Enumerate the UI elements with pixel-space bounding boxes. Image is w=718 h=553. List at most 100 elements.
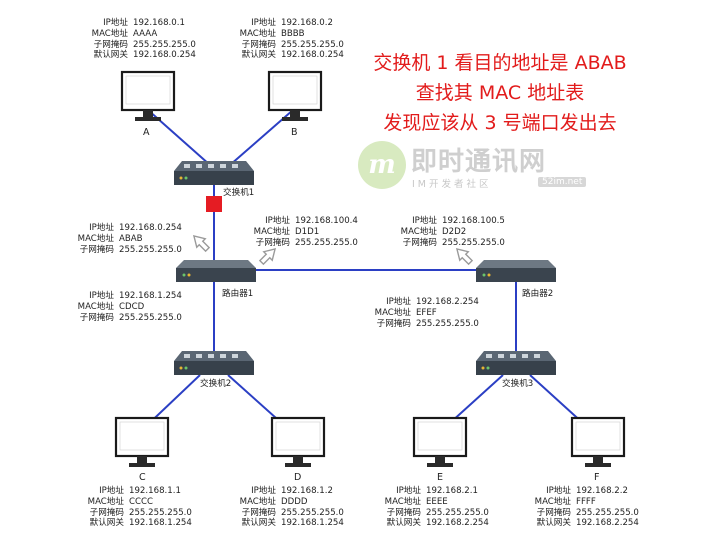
mask-value: 255.255.255.0 (281, 507, 344, 518)
switch2-icon (174, 351, 254, 375)
annotation-line-2: 查找其 MAC 地址表 (415, 82, 585, 104)
gateway-value: 192.168.1.254 (281, 518, 344, 529)
mac-value: ABAB (119, 233, 143, 244)
mac-value: DDDD (281, 496, 308, 507)
host-d-label: D (294, 472, 302, 483)
ip-key: IP地址 (251, 18, 276, 28)
mac-key: MAC地址 (239, 28, 276, 39)
mac-key: MAC地址 (374, 307, 411, 318)
mac-key: MAC地址 (91, 28, 128, 39)
ip-value: 192.168.100.4 (295, 216, 358, 226)
watermark-logo-icon: m (358, 141, 406, 189)
host-b-label: B (291, 127, 298, 138)
router2-label: 路由器2 (522, 289, 554, 299)
host-d-monitor-icon (270, 416, 326, 469)
mac-key: MAC地址 (400, 226, 437, 237)
mask-value: 255.255.255.0 (416, 318, 479, 329)
mac-key: MAC地址 (77, 301, 114, 312)
router2-left-port-info: IP地址 192.168.100.5 MAC地址 D2D2 子网掩码 255.255.… (383, 216, 505, 248)
mask-key: 子网掩码 (536, 507, 571, 518)
ip-value: 192.168.0.254 (119, 223, 182, 233)
mask-value: 255.255.255.0 (576, 507, 639, 518)
gateway-value: 192.168.0.254 (133, 50, 196, 61)
ip-value: 192.168.2.254 (416, 297, 479, 307)
router1-icon (176, 260, 256, 282)
ip-key: IP地址 (99, 486, 124, 496)
watermark-tagline: IM开发者社区 (412, 179, 492, 190)
mask-value: 255.255.255.0 (426, 507, 489, 518)
mac-value: D2D2 (442, 226, 467, 237)
host-c-monitor-icon (114, 416, 170, 469)
mask-key: 子网掩码 (376, 318, 411, 329)
mac-value: CDCD (119, 301, 145, 312)
router1-label: 路由器1 (222, 289, 254, 299)
mask-key: 子网掩码 (241, 39, 276, 50)
mask-key: 子网掩码 (241, 507, 276, 518)
ip-key: IP地址 (386, 297, 411, 307)
gateway-key: 默认网关 (536, 518, 571, 529)
ip-key: IP地址 (103, 18, 128, 28)
mask-key: 子网掩码 (386, 507, 421, 518)
mask-value: 255.255.255.0 (295, 237, 358, 248)
mask-key: 子网掩码 (79, 312, 114, 323)
mask-value: 255.255.255.0 (119, 244, 182, 255)
mac-key: MAC地址 (87, 496, 124, 507)
ip-value: 192.168.100.5 (442, 216, 505, 226)
mac-value: EEEE (426, 496, 448, 507)
mac-key: MAC地址 (253, 226, 290, 237)
switch1-icon (174, 161, 254, 185)
ip-key: IP地址 (89, 291, 114, 301)
annotation-line-1: 交换机 1 看目的地址是 ABAB (373, 52, 627, 74)
mac-value: EFEF (416, 307, 437, 318)
gateway-key: 默认网关 (386, 518, 421, 529)
mask-key: 子网掩码 (93, 39, 128, 50)
mask-key: 子网掩码 (79, 244, 114, 255)
host-e-info: IP地址 192.168.2.1 MAC地址 EEEE 子网掩码 255.255.25… (367, 486, 489, 529)
host-b-info: IP地址 192.168.0.2 MAC地址 BBBB 子网掩码 255.255.25… (222, 18, 344, 61)
ip-value: 192.168.0.1 (133, 18, 185, 28)
mac-value: FFFF (576, 496, 596, 507)
mask-key: 子网掩码 (255, 237, 290, 248)
mac-value: CCCC (129, 496, 154, 507)
ip-value: 192.168.1.254 (119, 291, 182, 301)
ip-value: 192.168.0.2 (281, 18, 333, 28)
ip-key: IP地址 (396, 486, 421, 496)
host-b-monitor-icon (267, 70, 323, 123)
ip-value: 192.168.2.2 (576, 486, 628, 496)
mask-value: 255.255.255.0 (281, 39, 344, 50)
mac-key: MAC地址 (77, 233, 114, 244)
host-a-monitor-icon (120, 70, 176, 123)
host-f-monitor-icon (570, 416, 626, 469)
mask-value: 255.255.255.0 (442, 237, 505, 248)
ip-key: IP地址 (265, 216, 290, 226)
watermark-site: 52im.net (538, 177, 587, 187)
gateway-key: 默认网关 (93, 50, 128, 61)
host-e-monitor-icon (412, 416, 468, 469)
svg-text:m: m (368, 150, 396, 180)
ip-value: 192.168.2.1 (426, 486, 478, 496)
ip-key: IP地址 (412, 216, 437, 226)
mac-value: AAAA (133, 28, 158, 39)
host-f-label: F (594, 472, 600, 483)
ip-key: IP地址 (251, 486, 276, 496)
switch2-label: 交换机2 (200, 379, 232, 389)
host-e-label: E (437, 472, 444, 483)
switch1-label: 交换机1 (223, 188, 255, 198)
gateway-value: 192.168.0.254 (281, 50, 344, 61)
mac-value: BBBB (281, 28, 305, 39)
annotation-line-3: 发现应该从 3 号端口发出去 (383, 112, 617, 134)
ip-key: IP地址 (546, 486, 571, 496)
ip-value: 192.168.1.2 (281, 486, 333, 496)
mask-key: 子网掩码 (89, 507, 124, 518)
mask-key: 子网掩码 (402, 237, 437, 248)
gateway-key: 默认网关 (241, 518, 276, 529)
switch3-label: 交换机3 (502, 379, 534, 389)
mac-key: MAC地址 (384, 496, 421, 507)
router2-lower-port-info: IP地址 192.168.2.254 MAC地址 EFEF 子网掩码 255.255.… (357, 297, 479, 329)
